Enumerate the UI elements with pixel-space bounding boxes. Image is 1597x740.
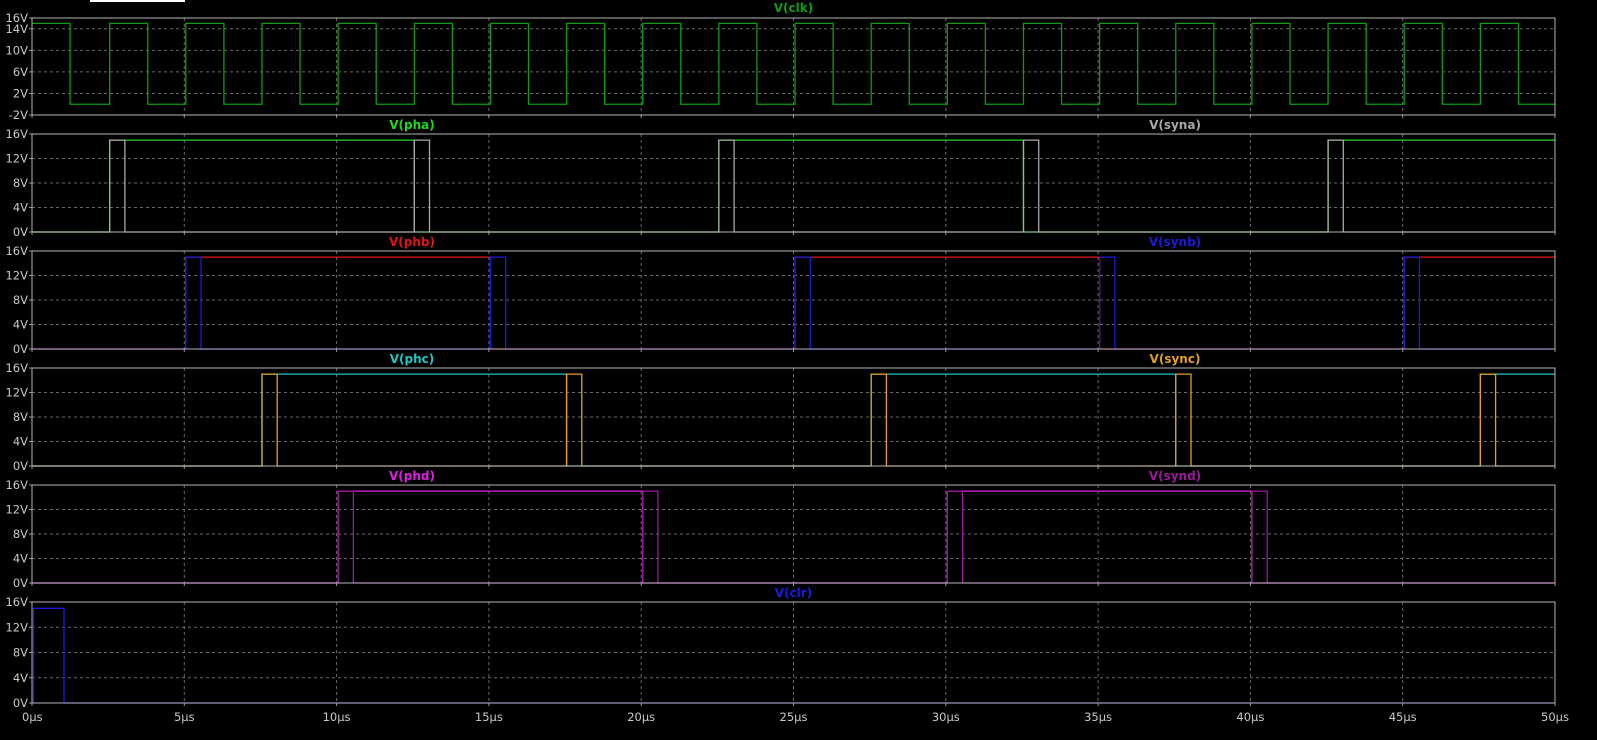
trace-label[interactable]: V(phd): [389, 469, 435, 483]
y-tick-label: 16V: [5, 11, 28, 25]
trace-label[interactable]: V(clk): [774, 1, 813, 15]
pane-border-a: [31, 133, 1556, 233]
y-tick-label: 12V: [5, 386, 28, 400]
trace-label[interactable]: V(phc): [390, 352, 435, 366]
y-tick-label: 12V: [5, 269, 28, 283]
y-tick-label: 12V: [5, 503, 28, 517]
x-tick-label: 20µs: [627, 710, 655, 724]
x-tick-label: 15µs: [475, 710, 503, 724]
window-top-highlight: [90, 0, 185, 2]
y-tick-label: 16V: [5, 127, 28, 141]
x-tick-label: 45µs: [1389, 710, 1417, 724]
y-tick-label: 12V: [5, 152, 28, 166]
y-tick-label: 16V: [5, 478, 28, 492]
x-tick-label: 25µs: [780, 710, 808, 724]
y-tick-label: 12V: [5, 620, 28, 634]
trace-label[interactable]: V(synd): [1149, 469, 1201, 483]
y-tick-label: 4V: [13, 201, 28, 215]
y-tick-label: 0V: [13, 696, 28, 710]
trace-label[interactable]: V(synb): [1149, 235, 1201, 249]
pane-border-b: [31, 250, 1556, 350]
y-tick-label: 8V: [13, 527, 28, 541]
x-tick-label: 10µs: [323, 710, 351, 724]
y-tick-label: 10V: [5, 43, 28, 57]
y-tick-label: 0V: [13, 459, 28, 473]
x-tick-label: 5µs: [174, 710, 195, 724]
pane-border-d: [31, 484, 1556, 584]
y-tick-label: 16V: [5, 244, 28, 258]
y-tick-label: 8V: [13, 646, 28, 660]
y-tick-label: 8V: [13, 293, 28, 307]
y-tick-label: 4V: [13, 552, 28, 566]
x-tick-label: 50µs: [1541, 710, 1569, 724]
trace-label[interactable]: V(sync): [1150, 352, 1201, 366]
y-tick-label: 0V: [13, 576, 28, 590]
y-tick-label: 14V: [5, 22, 28, 36]
y-tick-label: 4V: [13, 318, 28, 332]
y-tick-label: -2V: [9, 108, 28, 122]
x-tick-label: 0µs: [22, 710, 43, 724]
pane-border-clk: [31, 17, 1556, 116]
pane-border-clr: [31, 601, 1556, 704]
trace-label[interactable]: V(pha): [389, 118, 435, 132]
trace-label[interactable]: V(syna): [1149, 118, 1201, 132]
y-tick-label: 6V: [13, 65, 28, 79]
x-tick-label: 35µs: [1084, 710, 1112, 724]
y-tick-label: 16V: [5, 361, 28, 375]
y-tick-label: 8V: [13, 176, 28, 190]
trace-label[interactable]: V(clr): [775, 586, 812, 600]
trace-label[interactable]: V(phb): [389, 235, 435, 249]
pane-border-c: [31, 367, 1556, 467]
y-tick-label: 4V: [13, 435, 28, 449]
y-tick-label: 0V: [13, 342, 28, 356]
y-tick-label: 16V: [5, 595, 28, 609]
x-tick-label: 40µs: [1236, 710, 1264, 724]
y-tick-label: 2V: [13, 86, 28, 100]
trace-clk-0[interactable]: [32, 22, 1555, 105]
y-tick-label: 8V: [13, 410, 28, 424]
x-tick-label: 30µs: [932, 710, 960, 724]
y-tick-label: 0V: [13, 225, 28, 239]
y-tick-label: 4V: [13, 671, 28, 685]
